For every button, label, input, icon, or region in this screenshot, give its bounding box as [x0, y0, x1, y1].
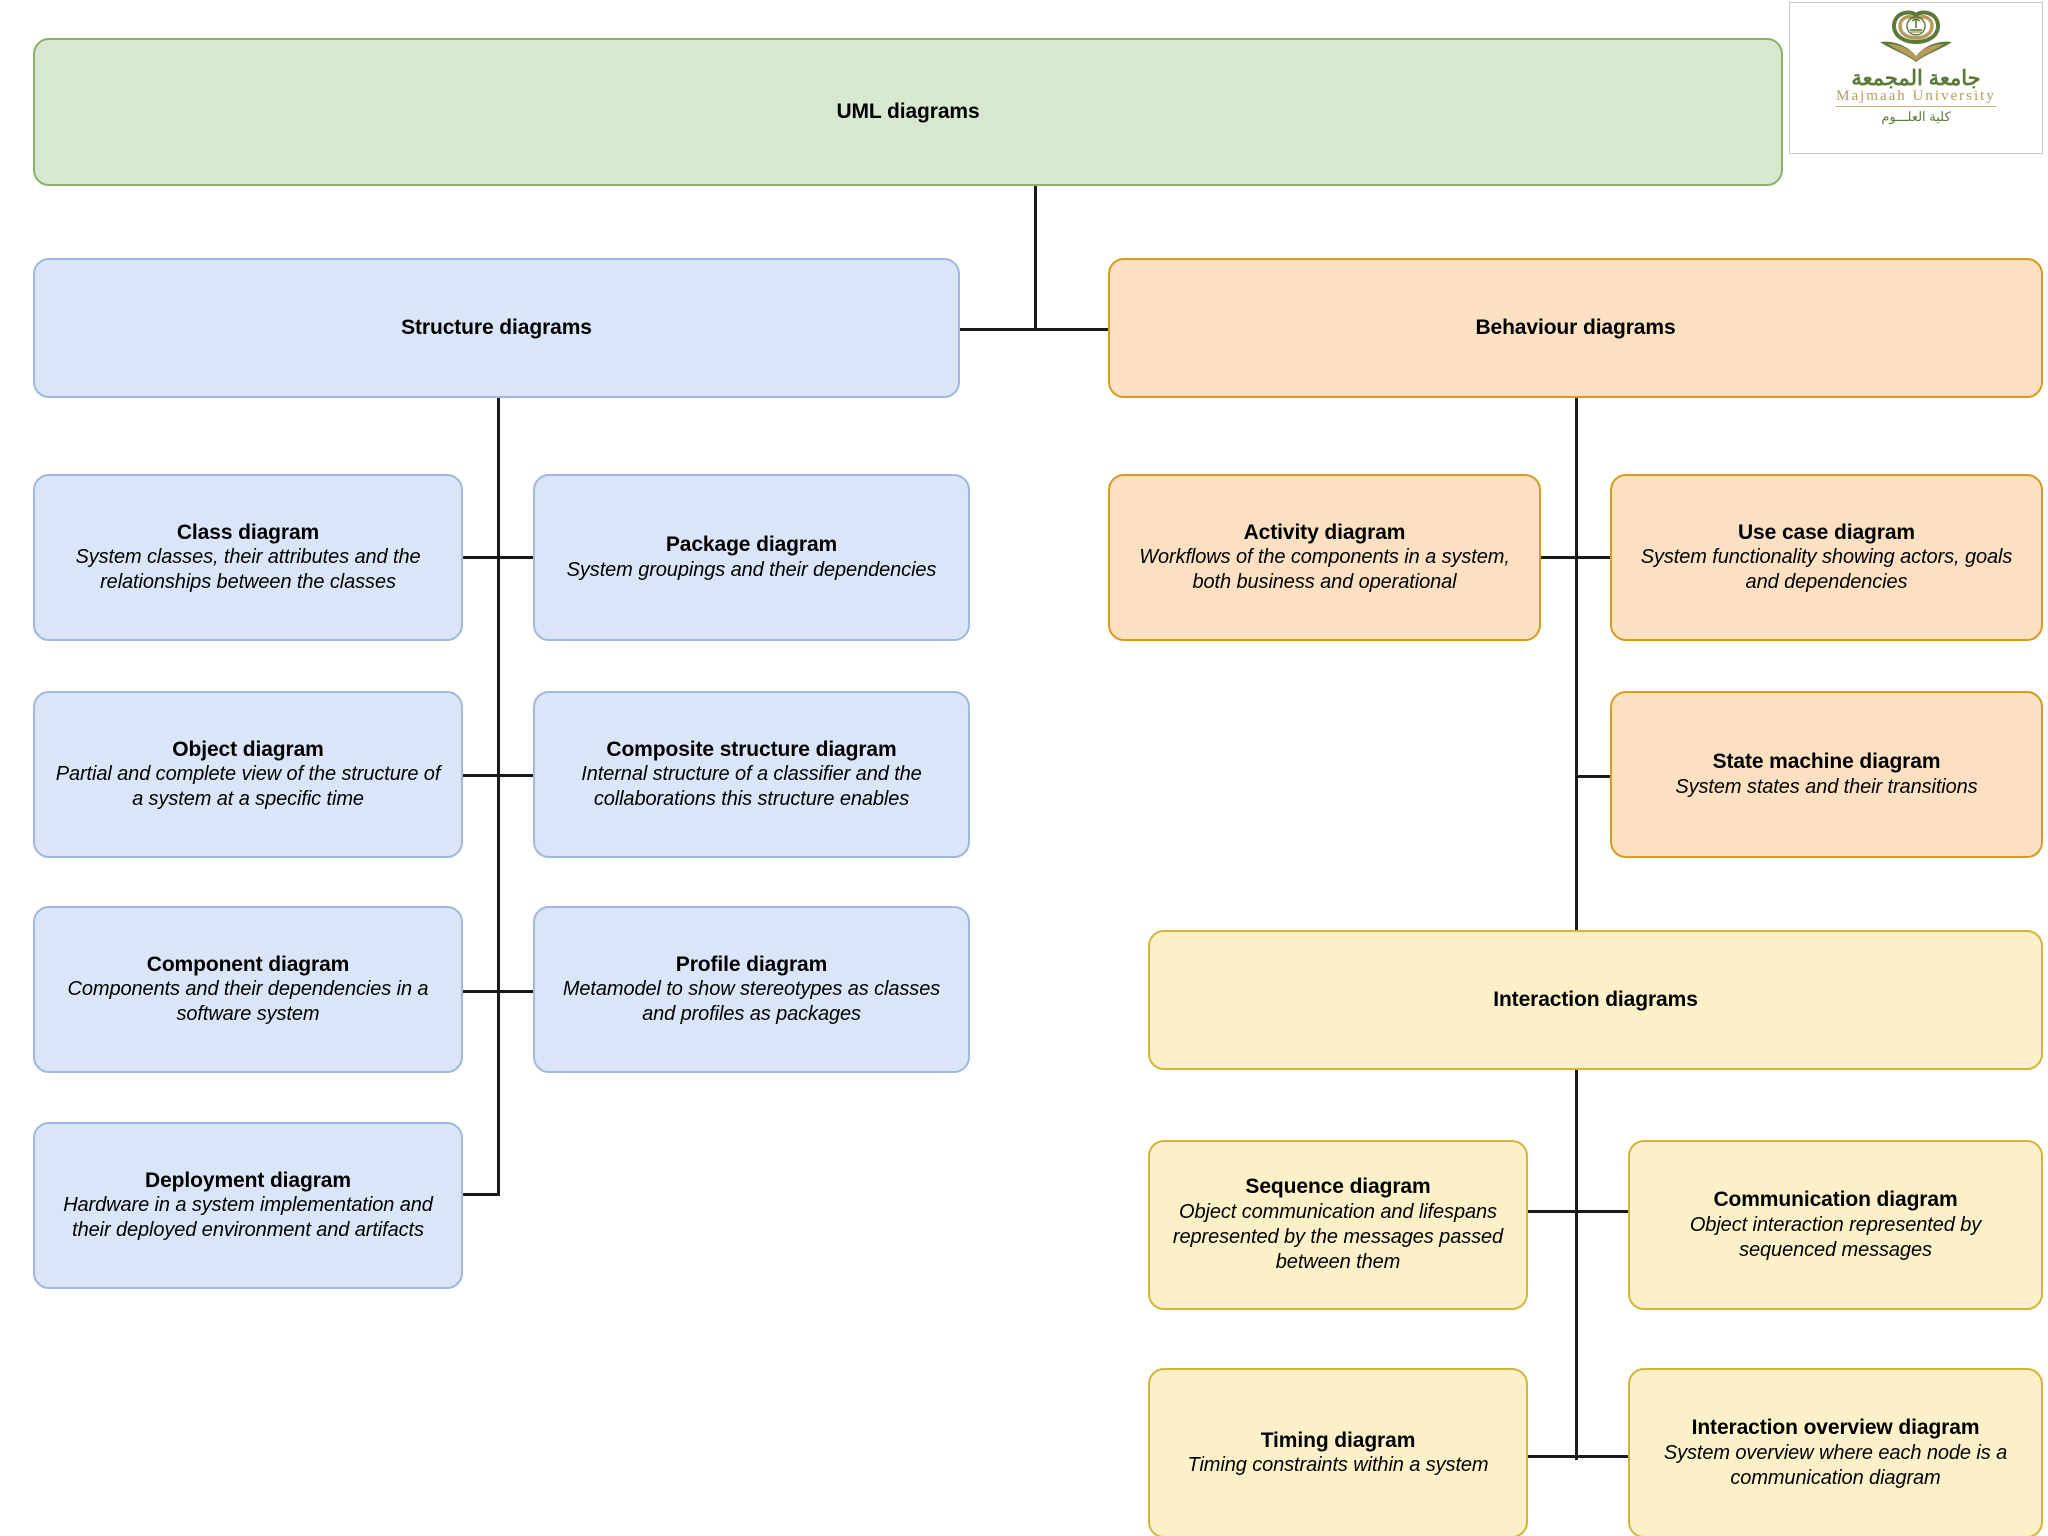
node-title: Interaction overview diagram	[1691, 1416, 1980, 1439]
connector-root-vertical	[1034, 185, 1037, 330]
node-description: Object communication and lifespans repre…	[1172, 1201, 1504, 1274]
node-communication-diagram[interactable]: Communication diagram Object interaction…	[1628, 1140, 2043, 1310]
node-description: System groupings and their dependencies	[566, 558, 937, 581]
connector-behaviour-spine	[1575, 395, 1578, 930]
node-title: Behaviour diagrams	[1475, 316, 1676, 340]
connector-structure-row-1	[462, 556, 534, 559]
node-description: Timing constraints within a system	[1187, 1454, 1489, 1477]
node-description: Components and their dependencies in a s…	[67, 978, 429, 1026]
node-use-case-diagram[interactable]: Use case diagram System functionality sh…	[1610, 474, 2043, 641]
node-structure-diagrams[interactable]: Structure diagrams	[33, 258, 960, 398]
connector-structure-row-3	[462, 990, 534, 993]
node-component-diagram[interactable]: Component diagram Components and their d…	[33, 906, 463, 1073]
node-package-diagram[interactable]: Package diagram System groupings and the…	[533, 474, 970, 641]
node-description: System overview where each node is a com…	[1663, 1441, 2008, 1489]
node-title: Component diagram	[146, 952, 350, 976]
node-description: System classes, their attributes and the…	[75, 546, 421, 594]
connector-interaction-row-1	[1520, 1210, 1630, 1213]
node-title: Deployment diagram	[145, 1168, 351, 1192]
node-profile-diagram[interactable]: Profile diagram Metamodel to show stereo…	[533, 906, 970, 1073]
node-activity-diagram[interactable]: Activity diagram Workflows of the compon…	[1108, 474, 1541, 641]
node-interaction-overview-diagram[interactable]: Interaction overview diagram System over…	[1628, 1368, 2043, 1536]
node-uml-diagrams[interactable]: UML diagrams	[33, 38, 1783, 186]
node-title: Timing diagram	[1260, 1428, 1416, 1452]
node-composite-structure-diagram[interactable]: Composite structure diagram Internal str…	[533, 691, 970, 858]
node-description: System functionality showing actors, goa…	[1640, 546, 2013, 594]
connector-structure-row-2	[462, 774, 534, 777]
node-title: Sequence diagram	[1245, 1175, 1431, 1199]
node-description: Metamodel to show stereotypes as classes…	[562, 978, 941, 1026]
node-title: Interaction diagrams	[1493, 988, 1698, 1012]
node-title: UML diagrams	[836, 100, 980, 124]
connector-structure-spine	[497, 395, 500, 1195]
connector-behaviour-row-1	[1540, 556, 1612, 559]
node-deployment-diagram[interactable]: Deployment diagram Hardware in a system …	[33, 1122, 463, 1289]
node-sequence-diagram[interactable]: Sequence diagram Object communication an…	[1148, 1140, 1528, 1310]
node-title: Class diagram	[176, 520, 320, 544]
university-logo: جامعة المجمعة Majmaah University كلية ال…	[1789, 2, 2043, 154]
node-interaction-diagrams[interactable]: Interaction diagrams	[1148, 930, 2043, 1070]
node-class-diagram[interactable]: Class diagram System classes, their attr…	[33, 474, 463, 641]
node-object-diagram[interactable]: Object diagram Partial and complete view…	[33, 691, 463, 858]
connector-interaction-spine	[1575, 1070, 1578, 1460]
logo-arabic-name: جامعة المجمعة	[1851, 67, 1981, 90]
logo-english-name: Majmaah University	[1836, 88, 1996, 107]
node-title: Communication diagram	[1713, 1188, 1958, 1211]
node-title: State machine diagram	[1712, 750, 1941, 774]
node-title: Structure diagrams	[401, 316, 592, 340]
connector-structure-row-4	[462, 1193, 500, 1196]
node-description: Object interaction represented by sequen…	[1689, 1213, 1982, 1261]
node-title: Object diagram	[172, 737, 324, 761]
node-title: Activity diagram	[1243, 520, 1406, 544]
node-description: Workflows of the components in a system,…	[1139, 546, 1510, 594]
node-title: Use case diagram	[1737, 520, 1915, 544]
connector-interaction-row-2	[1520, 1455, 1630, 1458]
majmaah-university-crest-icon	[1868, 6, 1964, 69]
node-title: Composite structure diagram	[606, 737, 897, 761]
node-description: Internal structure of a classifier and t…	[581, 763, 922, 811]
node-title: Package diagram	[665, 533, 838, 557]
logo-arabic-faculty: كلية العلـــوم	[1881, 108, 1951, 124]
node-behaviour-diagrams[interactable]: Behaviour diagrams	[1108, 258, 2043, 398]
node-state-machine-diagram[interactable]: State machine diagram System states and …	[1610, 691, 2043, 858]
node-description: Hardware in a system implementation and …	[63, 1194, 433, 1242]
node-timing-diagram[interactable]: Timing diagram Timing constraints within…	[1148, 1368, 1528, 1536]
node-description: Partial and complete view of the structu…	[55, 763, 441, 811]
node-description: System states and their transitions	[1675, 775, 1978, 798]
connector-root-horizontal	[960, 328, 1108, 331]
node-title: Profile diagram	[675, 952, 828, 976]
connector-behaviour-row-2	[1575, 775, 1612, 778]
